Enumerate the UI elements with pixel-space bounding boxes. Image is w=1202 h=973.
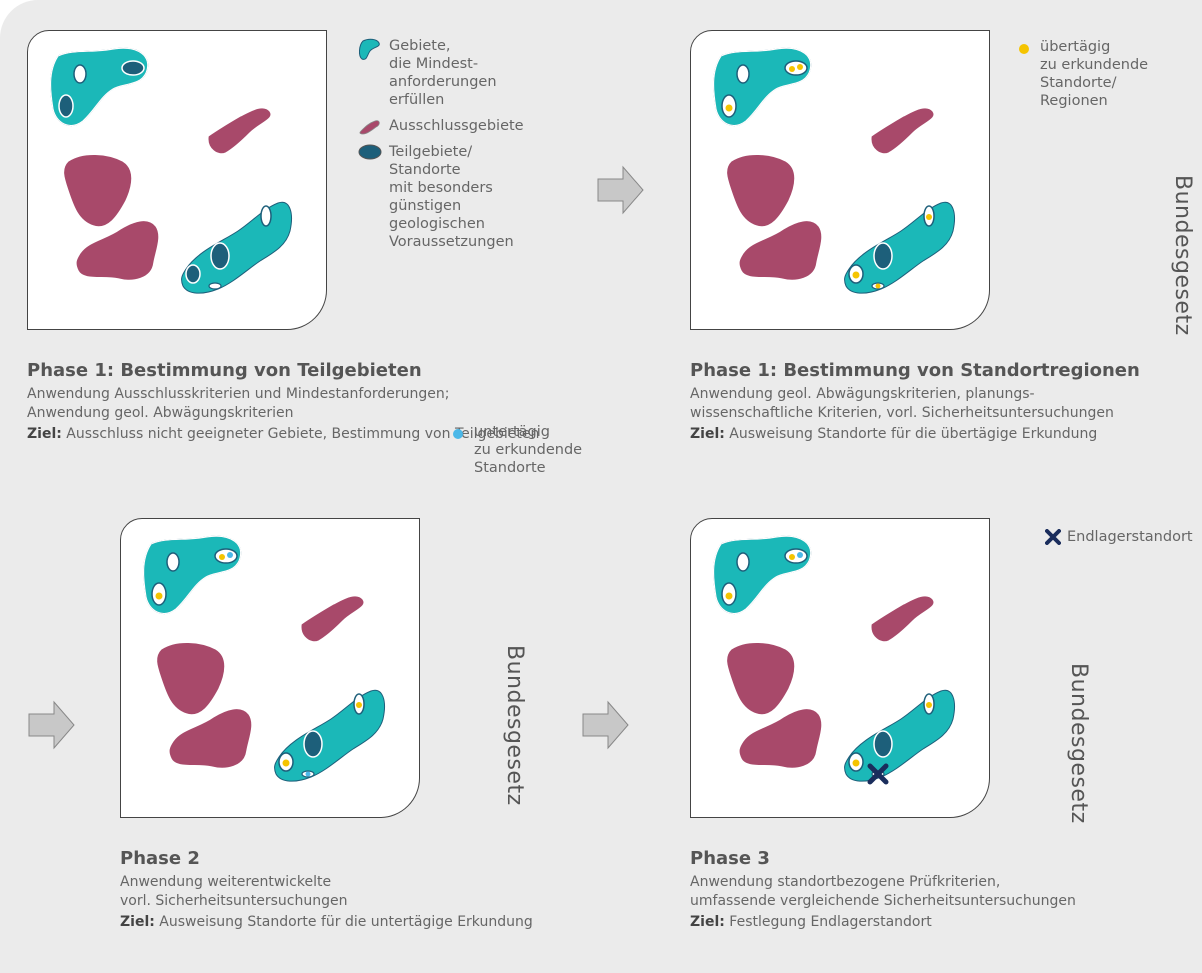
phase3-goal: Ziel: Festlegung Endlagerstandort xyxy=(690,914,932,930)
phase1-goal: Ziel: Ausschluss nicht geeigneter Gebiet… xyxy=(27,426,540,442)
yellow-dot-icon xyxy=(1018,42,1030,60)
caption-phase1-teilgebiete: Phase 1: Bestimmung von Teilgebieten Anw… xyxy=(27,360,647,444)
bundesgesetz-label: Bundesgesetz xyxy=(1170,175,1195,336)
legend-item-repository: Endlagerstandort xyxy=(1045,528,1202,546)
phase2-goal: Ziel: Ausweisung Standorte für die unter… xyxy=(120,914,533,930)
caption-phase2: Phase 2 Anwendung weiterentwickelte vorl… xyxy=(120,848,640,932)
legend-item-underground: untertägig zu erkundende Standorte xyxy=(452,423,612,477)
phase1b-desc: Anwendung geol. Abwägungskriterien, plan… xyxy=(690,386,1114,421)
arrow-right-icon xyxy=(582,700,630,754)
phase3-desc: Anwendung standortbezogene Prüfkriterien… xyxy=(690,874,1076,909)
arrow-right-icon xyxy=(597,165,645,219)
legend-aboveground-label: übertägig zu erkundende Standorte/ Regio… xyxy=(1040,39,1149,109)
legend-areas-label: Gebiete, die Mindest- anforderungen erfü… xyxy=(389,38,497,108)
map-phase3 xyxy=(690,518,990,818)
legend-repository-label: Endlagerstandort xyxy=(1067,529,1193,545)
legend-item-exclusion: Ausschlussgebiete xyxy=(357,117,577,135)
phase1b-goal: Ziel: Ausweisung Standorte für die übert… xyxy=(690,426,1098,442)
phase1-title: Phase 1: Bestimmung von Teilgebieten xyxy=(27,360,422,381)
legend-phase1: Gebiete, die Mindest- anforderungen erfü… xyxy=(357,37,577,259)
legend-underground-label: untertägig zu erkundende Standorte xyxy=(474,424,583,476)
darkblue-ellipse-icon xyxy=(357,143,385,168)
map-phase2 xyxy=(120,518,420,818)
magenta-area-icon xyxy=(357,117,383,142)
cross-marker-icon xyxy=(1045,529,1061,550)
caption-phase1-standortregionen: Phase 1: Bestimmung von Standortregionen… xyxy=(690,360,1200,444)
arrow-right-icon xyxy=(28,700,76,754)
phase2-desc: Anwendung weiterentwickelte vorl. Sicher… xyxy=(120,874,348,909)
bundesgesetz-label: Bundesgesetz xyxy=(1066,663,1091,824)
map-phase1-teilgebiete xyxy=(27,30,327,330)
phase1-desc: Anwendung Ausschlusskriterien und Mindes… xyxy=(27,386,450,421)
teal-area-icon xyxy=(357,37,383,68)
legend-item-subareas: Teilgebiete/ Standorte mit besonders gün… xyxy=(357,143,577,251)
phase3-title: Phase 3 xyxy=(690,848,770,869)
caption-phase3: Phase 3 Anwendung standortbezogene Prüfk… xyxy=(690,848,1190,932)
legend-item-aboveground: übertägig zu erkundende Standorte/ Regio… xyxy=(1018,38,1168,110)
legend-phase3: Endlagerstandort xyxy=(1045,528,1202,554)
legend-item-areas: Gebiete, die Mindest- anforderungen erfü… xyxy=(357,37,577,109)
lightblue-dot-icon xyxy=(452,427,464,445)
legend-phase1-standortregionen: übertägig zu erkundende Standorte/ Regio… xyxy=(1018,38,1168,118)
phase2-title: Phase 2 xyxy=(120,848,200,869)
phase1b-title: Phase 1: Bestimmung von Standortregionen xyxy=(690,360,1140,381)
bundesgesetz-label: Bundesgesetz xyxy=(502,645,527,806)
legend-phase2: untertägig zu erkundende Standorte xyxy=(452,423,612,485)
legend-exclusion-label: Ausschlussgebiete xyxy=(389,118,524,134)
map-phase1-standortregionen xyxy=(690,30,990,330)
legend-subareas-label: Teilgebiete/ Standorte mit besonders gün… xyxy=(389,144,514,250)
